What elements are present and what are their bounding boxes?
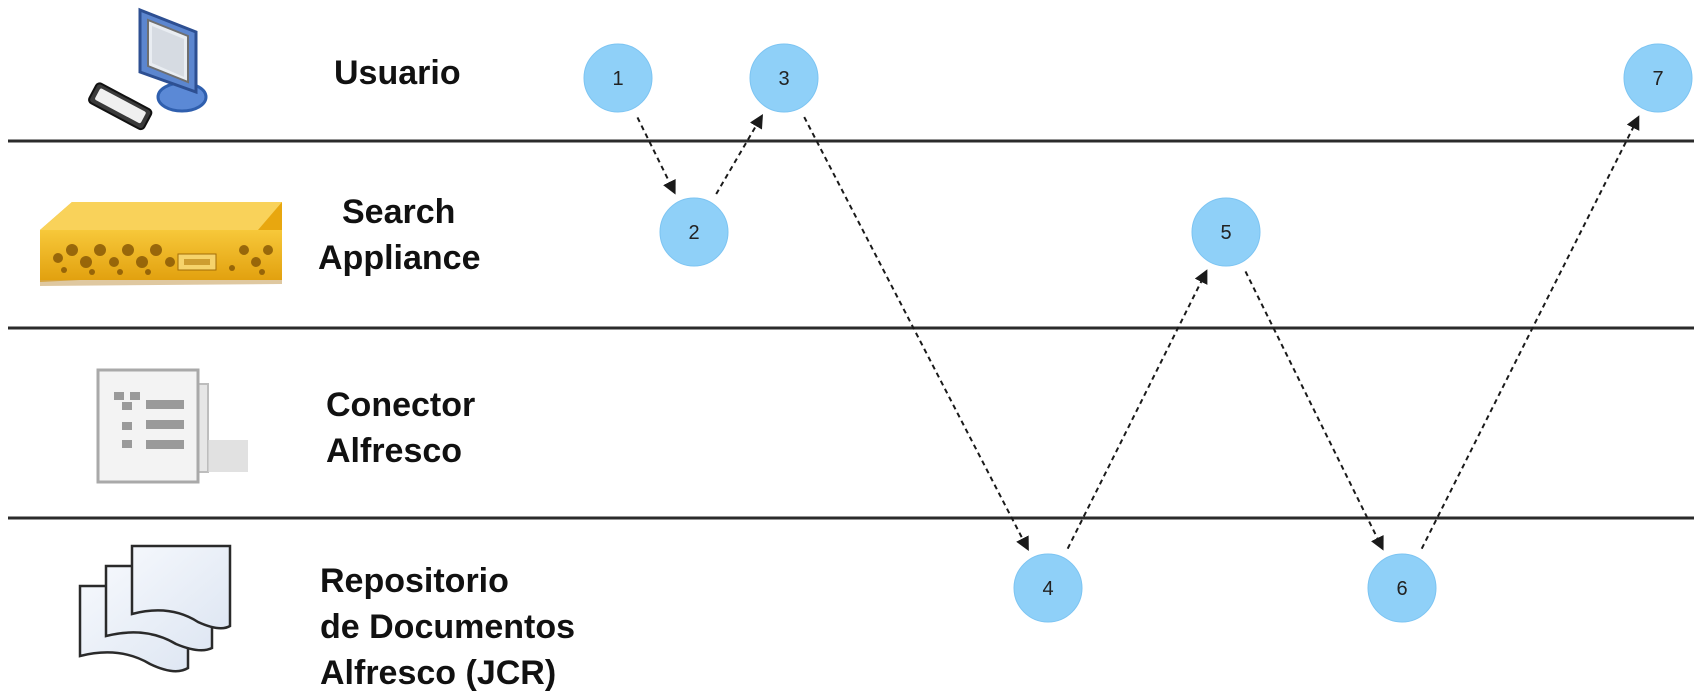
step-node-4: 4 <box>1013 553 1083 623</box>
step-number: 3 <box>778 68 789 90</box>
document-stack-icon <box>78 544 232 673</box>
flow-arrow-2-3 <box>715 113 763 195</box>
step-circle <box>1367 553 1437 623</box>
step-node-6: 6 <box>1367 553 1437 623</box>
lane-label-line: de Documentos <box>320 608 576 646</box>
step-number: 7 <box>1652 68 1663 90</box>
step-node-2: 2 <box>659 197 729 267</box>
step-number: 6 <box>1396 578 1407 600</box>
computer-icon <box>88 7 208 131</box>
lane-label-line: Conector <box>326 386 476 424</box>
connector-document-icon <box>96 368 248 484</box>
search-appliance-device-icon <box>40 202 282 286</box>
lane-label-line: Usuario <box>334 54 461 92</box>
step-nodes: 1 2 3 4 5 6 7 <box>583 43 1693 623</box>
step-node-5: 5 <box>1191 197 1261 267</box>
lane-label-line: Alfresco <box>326 432 463 470</box>
lane-label-line: Repositorio <box>320 562 509 600</box>
step-circle <box>659 197 729 267</box>
step-circle <box>1013 553 1083 623</box>
step-number: 5 <box>1220 222 1231 244</box>
lane-label-conector: Conector Alfresco <box>326 382 475 474</box>
step-node-3: 3 <box>749 43 819 113</box>
step-number: 1 <box>612 68 623 90</box>
lane-label-line: Alfresco (JCR) <box>320 654 557 692</box>
lane-label-repositorio: Repositorio de Documentos Alfresco (JCR) <box>320 558 575 696</box>
flow-arrow-6-7 <box>1420 115 1640 550</box>
step-circle <box>1191 197 1261 267</box>
lane-label-search-appliance: Search <box>342 189 455 235</box>
step-node-7: 7 <box>1623 43 1693 113</box>
step-number: 4 <box>1042 578 1053 600</box>
step-circle <box>1623 43 1693 113</box>
lane-separators <box>8 139 1694 520</box>
flow-arrow-1-2 <box>636 117 676 195</box>
step-circle <box>583 43 653 113</box>
lane-label-usuario: Usuario <box>334 50 461 96</box>
step-node-1: 1 <box>583 43 653 113</box>
flow-arrow-3-4 <box>803 116 1029 551</box>
flow-arrow-5-6 <box>1244 270 1384 551</box>
flow-arrow-4-5 <box>1066 269 1208 550</box>
step-number: 2 <box>688 222 699 244</box>
flow-arrows <box>636 113 1640 551</box>
lane-label-search-appliance-line2: Appliance <box>318 235 480 281</box>
step-circle <box>749 43 819 113</box>
lane-label-line: Search <box>342 193 456 231</box>
lane-label-line: Appliance <box>318 239 481 277</box>
